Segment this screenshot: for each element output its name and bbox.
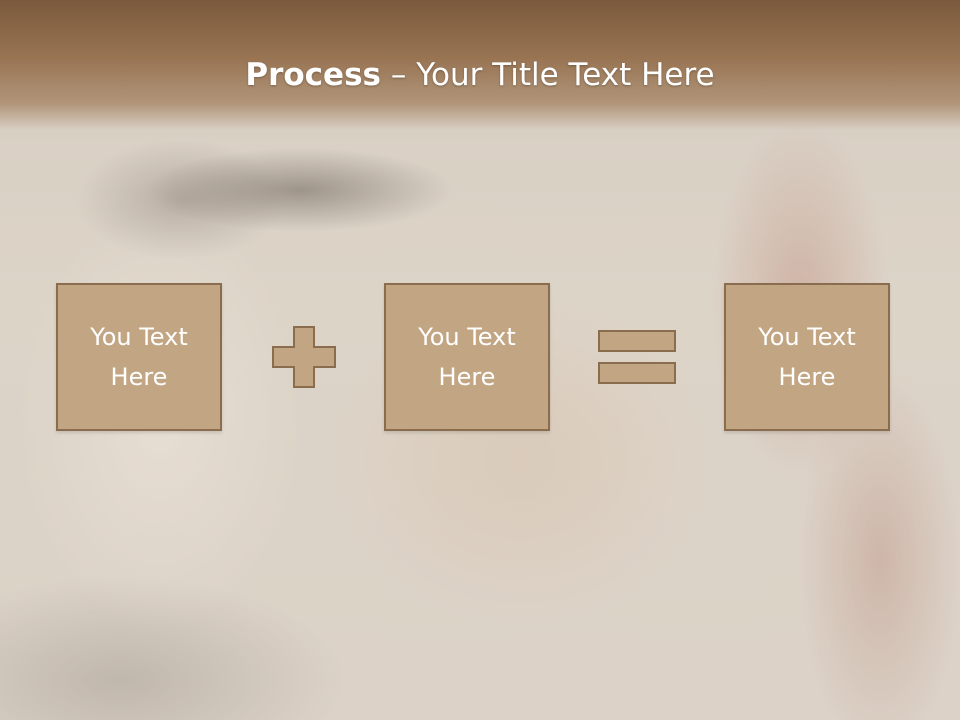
box-1-line-2: Here	[110, 363, 168, 391]
equals-icon	[598, 330, 676, 384]
plus-icon	[272, 326, 336, 388]
box-3-line-1: You Text	[758, 323, 856, 351]
title-banner	[0, 0, 960, 130]
title-bold: Process	[245, 57, 381, 93]
box-3-line-2: Here	[778, 363, 836, 391]
title-rest: – Your Title Text Here	[381, 57, 715, 93]
slide-title[interactable]: Process – Your Title Text Here	[0, 52, 960, 98]
box-1-line-1: You Text	[90, 323, 188, 351]
process-box-2[interactable]: You Text Here	[384, 283, 550, 431]
box-2-line-1: You Text	[418, 323, 516, 351]
box-2-line-2: Here	[438, 363, 496, 391]
process-box-1[interactable]: You Text Here	[56, 283, 222, 431]
process-box-3[interactable]: You Text Here	[724, 283, 890, 431]
